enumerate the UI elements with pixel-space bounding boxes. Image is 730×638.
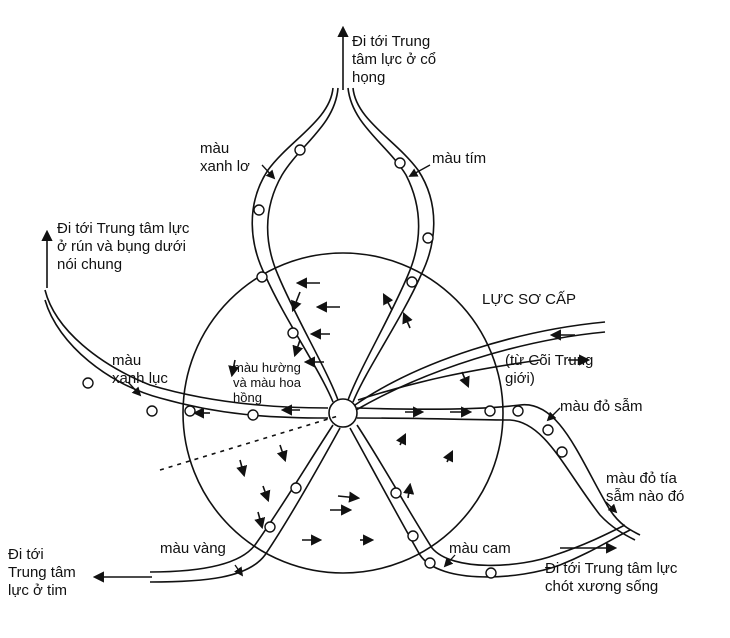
flow-arrow <box>291 291 302 313</box>
flow-arrow <box>459 371 470 389</box>
right-arm-lower <box>356 417 636 541</box>
label-yellow: màu vàng <box>160 540 226 557</box>
node-dot <box>290 482 302 494</box>
flow-arrow <box>254 511 266 530</box>
flow-arrow <box>259 485 271 503</box>
node-dot <box>484 405 496 417</box>
node-dot <box>264 521 276 533</box>
label-throat: Đi tới Trung tâm lực ở cổ họng <box>352 33 437 86</box>
center-hub <box>328 398 358 428</box>
node-dot <box>394 157 406 169</box>
label-dark-red: màu đỏ sẫm <box>560 398 643 415</box>
pointer-arrow <box>261 164 276 180</box>
flow-arrow <box>395 432 407 446</box>
flow-arrow <box>337 491 361 503</box>
node-dot <box>294 144 306 156</box>
label-rose: màu hường và màu hoa hồng <box>233 360 301 405</box>
node-dot <box>256 271 268 283</box>
node-dot <box>556 446 568 458</box>
node-dot <box>424 557 436 569</box>
pointer-arrow <box>605 501 618 514</box>
bottom-right-arm-outer <box>349 427 631 578</box>
top-petal-inner-left <box>266 87 339 401</box>
dashed-line <box>159 415 339 471</box>
node-dot <box>542 424 554 436</box>
flow-arrow <box>228 359 240 378</box>
flow-arrow <box>442 449 454 463</box>
left-arm-lower <box>44 299 329 419</box>
label-purple-red: màu đỏ tía sẫm nào đó <box>606 470 685 505</box>
primary-force-line-1 <box>354 321 606 406</box>
top-petal-outer-right <box>347 87 420 401</box>
node-dot <box>253 204 265 216</box>
flow-arrow <box>276 444 288 463</box>
pointer-arrow <box>443 554 456 568</box>
node-dot <box>390 487 402 499</box>
flow-arrow <box>403 482 415 499</box>
node-dot <box>146 405 158 417</box>
node-dot <box>287 327 299 339</box>
flow-arrow <box>402 311 413 329</box>
label-orange: màu cam <box>449 540 511 557</box>
label-from-world: (từ Cõi Trung giới) <box>505 352 594 387</box>
pointer-arrow <box>127 381 142 397</box>
node-dot <box>485 567 497 579</box>
flow-arrow <box>236 459 248 478</box>
pointer-arrow <box>408 164 431 177</box>
top-petal-inner-right <box>352 87 435 403</box>
node-dot <box>422 232 434 244</box>
primary-force-line-3 <box>357 359 541 401</box>
pointer-arrow <box>234 564 244 577</box>
node-dot <box>184 405 196 417</box>
flow-arrow <box>382 293 394 311</box>
bottom-left-arm-outer <box>149 424 334 573</box>
node-dot <box>407 530 419 542</box>
main-circle <box>182 252 504 574</box>
label-light-blue: màu xanh lơ <box>200 140 250 175</box>
bottom-left-arm-inner <box>149 427 341 583</box>
left-arm-upper <box>44 289 329 409</box>
bottom-right-arm-inner <box>356 424 626 567</box>
top-petal-outer-left <box>251 87 334 403</box>
label-primary-force: LỰC SƠ CẤP <box>482 291 577 308</box>
right-arm-upper <box>356 404 641 536</box>
node-dot <box>82 377 94 389</box>
flow-arrow <box>292 339 304 358</box>
pointer-arrow <box>546 407 561 422</box>
label-heart: Đi tới Trung tâm lực ở tim <box>8 546 76 599</box>
label-green: màu xanh lục <box>112 352 168 387</box>
node-dot <box>406 276 418 288</box>
label-violet: màu tím <box>432 150 487 167</box>
node-dot <box>512 405 524 417</box>
primary-force-line-2 <box>355 331 606 411</box>
label-navel: Đi tới Trung tâm lực ở rún và bụng dưới … <box>57 220 190 273</box>
node-dot <box>247 409 259 421</box>
label-base: Đi tới Trung tâm lực chót xương sống <box>545 560 678 595</box>
